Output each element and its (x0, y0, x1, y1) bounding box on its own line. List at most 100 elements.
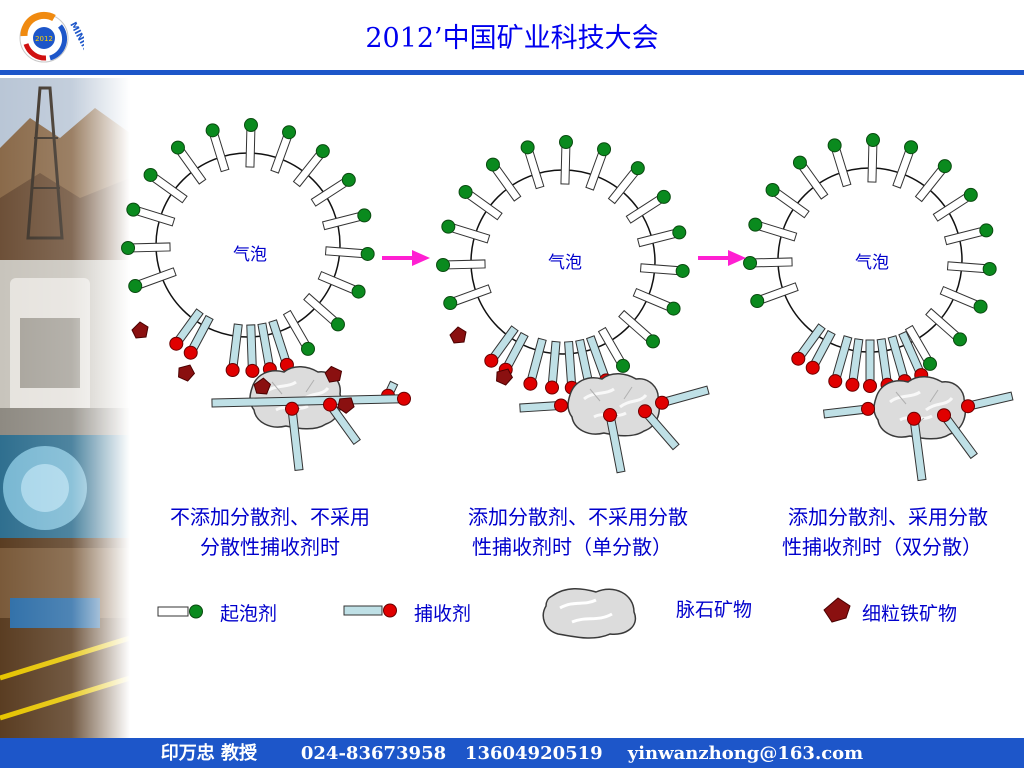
collector-molecule-head (183, 345, 198, 360)
footer: 印万忠 教授 024-83673958 13604920519 yinwanzh… (0, 738, 1024, 768)
panel-caption-line-2: 性捕收剂时（双分散） (782, 535, 982, 559)
collector-molecule-tail (211, 394, 405, 408)
frother-molecule (585, 142, 612, 191)
fine-iron-mineral-icon (823, 597, 851, 623)
frother-molecule-head (341, 172, 356, 187)
frother-molecule (750, 282, 799, 309)
frother-molecule-head (301, 341, 315, 356)
frother-molecule (865, 133, 880, 183)
gangue-mineral-icon (542, 588, 637, 639)
frother-molecule (441, 219, 491, 244)
frother-molecule-head (436, 257, 451, 272)
frother-molecule-head (351, 284, 366, 299)
collector-molecule (907, 411, 927, 482)
transition-arrow (698, 250, 746, 266)
bubble-drawing (121, 118, 411, 472)
frother-molecule (121, 240, 171, 255)
fine-iron-particle (324, 365, 343, 383)
frother-molecule (324, 246, 375, 261)
collector-molecule-head (554, 398, 568, 413)
frother-molecule (636, 225, 687, 248)
legend-label-fine-iron: 细粒铁矿物 (862, 603, 957, 625)
collector-molecule-head (845, 377, 860, 392)
fine-iron-particle (178, 364, 196, 382)
page-title: 2012’中国矿业科技大会 (365, 23, 659, 54)
panel-1: 气泡 不添加分散剂、不采用 分散性捕收剂时 (121, 118, 411, 559)
fine-iron-particle (337, 397, 355, 414)
frother-molecule-head (973, 299, 988, 314)
collector-molecule-head (791, 351, 806, 366)
bubble-label: 气泡 (855, 253, 889, 273)
collector-molecule (225, 323, 243, 378)
frother-molecule-head (616, 358, 630, 373)
collector-molecule (523, 337, 547, 391)
frother-molecule (946, 261, 997, 276)
collector-molecule (603, 408, 626, 474)
frother-molecule (943, 223, 994, 246)
frother-molecule-head (282, 125, 297, 140)
legend: 起泡剂 捕收剂 脉石矿物 细粒铁矿物 (157, 588, 957, 639)
frother-molecule-head (765, 182, 780, 197)
frother-molecule-head (357, 208, 372, 223)
fine-iron-particle (496, 368, 514, 386)
frother-molecule (558, 135, 573, 185)
frother-molecule (743, 255, 793, 270)
panel-caption-line-2: 性捕收剂时（单分散） (472, 535, 672, 559)
collector-molecule-head (863, 379, 877, 393)
panel-caption-line-1: 添加分散剂、采用分散 (788, 505, 988, 529)
svg-text:2012: 2012 (35, 35, 53, 43)
frother-molecule-head (128, 279, 143, 294)
collector-molecule (323, 397, 361, 446)
collector-molecule (484, 325, 519, 368)
collector-molecule (245, 324, 260, 378)
frother-molecule-head (748, 217, 763, 232)
frother-molecule-head (520, 140, 535, 155)
frother-molecule-head (330, 317, 345, 332)
collector-molecule (183, 314, 214, 360)
frother-molecule-head (904, 140, 919, 155)
frother-molecule (792, 155, 829, 200)
collector-molecule (828, 335, 853, 389)
frother-molecule (282, 309, 315, 356)
frother-molecule (597, 326, 630, 373)
panel-2: 气泡 添加分散剂、不采用分散 性捕收剂时（单分散） (436, 135, 710, 559)
frother-molecule (143, 167, 188, 204)
frother-molecule (126, 202, 176, 227)
frother-molecule (303, 292, 345, 332)
frother-molecule-head (126, 202, 141, 217)
collector-molecule (519, 398, 568, 413)
frother-molecule (765, 182, 810, 219)
frother-molecule (243, 118, 258, 168)
collector-molecule-head (937, 408, 951, 423)
frother-molecule-head (243, 118, 258, 133)
frother-molecule (520, 140, 545, 190)
frother-molecule (485, 157, 522, 202)
collector-molecule-head (603, 408, 617, 423)
frother-molecule (939, 285, 988, 314)
frother-molecule-head (865, 133, 880, 148)
frother-molecule-head (558, 135, 573, 150)
frother-molecule (748, 217, 798, 242)
frother-molecule (321, 208, 372, 231)
panel-3: 气泡 添加分散剂、采用分散 性捕收剂时（双分散） (743, 133, 1014, 559)
frother-molecule-head (121, 240, 136, 255)
frother-molecule-head (675, 263, 690, 278)
frother-molecule (625, 189, 671, 224)
bubble-drawing (436, 135, 710, 474)
collector-molecule (638, 404, 680, 451)
mining-logo-icon: 2012 MINING (19, 11, 84, 63)
collector-molecule-head (655, 395, 669, 410)
collector-molecule-head (638, 404, 652, 419)
frother-molecule (607, 161, 645, 205)
collector-molecule-head (169, 336, 184, 351)
collector-icon (343, 603, 397, 618)
frother-molecule (639, 263, 690, 278)
frother-molecule-head (750, 294, 765, 309)
panel-caption-line-2: 分散性捕收剂时 (200, 535, 340, 559)
frother-molecule-head (952, 332, 967, 347)
frother-molecule-head (485, 157, 500, 172)
frother-molecule (292, 144, 330, 188)
header: 2012 MINING 2012’中国矿业科技大会 (0, 0, 1024, 75)
footer-contact: 印万忠 教授 024-83673958 13604920519 yinwanzh… (160, 743, 864, 764)
frother-molecule (827, 138, 852, 188)
